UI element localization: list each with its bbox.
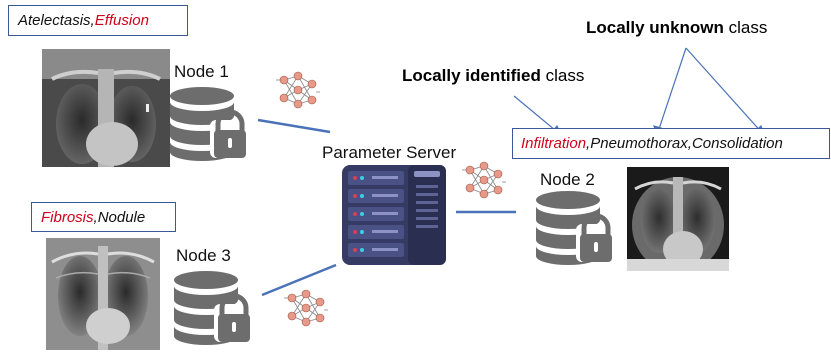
server-rack-icon [342, 165, 446, 270]
node2-class-a: Infiltration [521, 135, 587, 152]
node1-label: Node 1 [174, 62, 229, 81]
node2-sep2: , [687, 135, 692, 152]
node3-label: Node 3 [176, 246, 231, 265]
node2-sep1: , [586, 135, 591, 152]
node3-class-box: Fibrosis, Nodule [31, 202, 176, 232]
node2-class-b: Pneumothorax [590, 135, 688, 152]
node1-sep: , [90, 12, 95, 29]
locally-identified-annotation: Locally identified class [402, 66, 584, 86]
link-node3-server [261, 263, 337, 297]
node1-neural-network-icon [276, 70, 320, 117]
node3-xray-image [46, 238, 160, 350]
node1-database-lock-icon [168, 86, 254, 169]
unknown-bold-text: Locally unknown [586, 18, 724, 37]
node2-class-c: Consolidation [691, 135, 783, 152]
link-node1-server [257, 118, 331, 134]
node1-class-a: Atelectasis [18, 12, 91, 29]
node3-sep: , [93, 208, 98, 226]
node2-class-box: Infiltration, Pneumothorax, Consolidatio… [512, 128, 830, 159]
identified-bold-text: Locally identified [402, 66, 541, 85]
node2-database-lock-icon [534, 190, 620, 273]
annotation-arrows [513, 47, 766, 137]
node1-class-box: Atelectasis, Effusion [8, 5, 188, 36]
node1-class-b: Effusion [94, 12, 149, 29]
identified-rest-text: class [540, 66, 585, 85]
node3-neural-network-icon [284, 288, 328, 335]
server-label: Parameter Server [322, 143, 457, 162]
node2-label: Node 2 [540, 170, 595, 189]
node2-neural-network-icon [462, 160, 506, 207]
unknown-rest-text: class [723, 18, 768, 37]
node3-database-lock-icon [172, 270, 258, 353]
node2-xray-image [627, 167, 729, 271]
node1-xray-image [42, 49, 170, 167]
node3-class-b: Nodule [97, 208, 146, 226]
locally-unknown-annotation: Locally unknown class [586, 18, 767, 38]
node3-class-a: Fibrosis [41, 208, 94, 226]
